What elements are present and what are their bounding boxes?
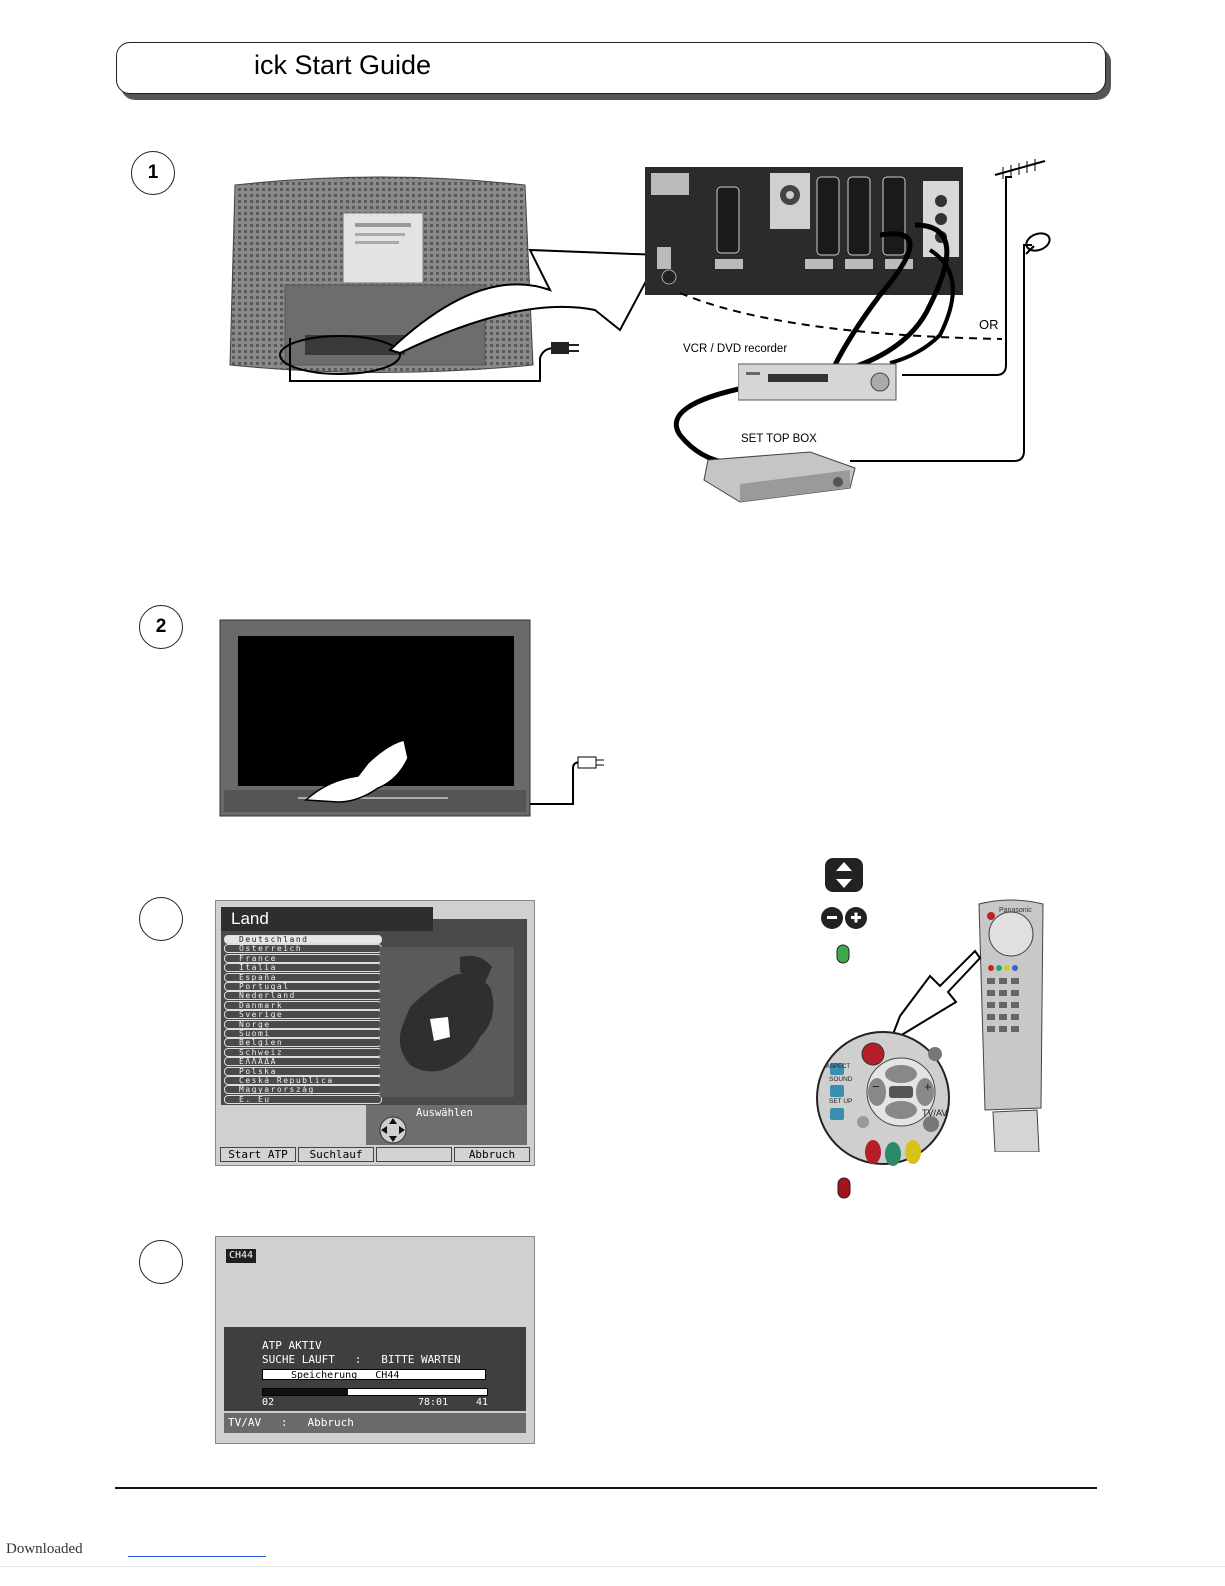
step-2-badge: 2 (139, 605, 183, 649)
country-item[interactable]: Italia (224, 963, 382, 973)
setup-label: SET UP (829, 1098, 853, 1105)
downloaded-text: Downloaded (6, 1541, 83, 1557)
suchlauf-button[interactable]: Suchlauf (298, 1147, 374, 1162)
connection-cables (673, 176, 1032, 466)
country-item[interactable]: Polska (224, 1066, 382, 1076)
select-hint-label: Auswählen (416, 1107, 473, 1119)
atp-status-line2: SUCHE LAUFT : BITTE WARTEN (262, 1353, 461, 1366)
atp-panel: ATP AKTIV SUCHE LAUFT : BITTE WARTEN Spe… (224, 1327, 526, 1411)
vcr-illustration (738, 363, 897, 401)
europe-map (380, 947, 514, 1097)
saving-field: Speicherung CH44 (262, 1369, 486, 1381)
country-item[interactable]: España (224, 972, 382, 982)
zoom-callout-arrow (888, 949, 982, 1045)
country-item[interactable]: Schweiz (224, 1047, 382, 1057)
red-key-icon (837, 1177, 851, 1199)
country-item[interactable]: Sverige (224, 1010, 382, 1020)
aspect-label: ASPECT (826, 1064, 851, 1070)
plus-key-label: + (924, 1079, 932, 1094)
or-label: OR (979, 317, 999, 332)
land-menu-screen: Land Deutschland Österreich France Itali… (215, 900, 535, 1166)
zoom-arrow (388, 248, 662, 355)
channel-tag: CH44 (226, 1249, 257, 1263)
country-item[interactable]: Österreich (224, 944, 382, 954)
select-hint-area: Auswählen (366, 1105, 527, 1145)
country-item[interactable]: Deutschland (224, 935, 382, 944)
remote-brand-label: Panasonic (999, 907, 1032, 914)
remote-control-illustration: Panasonic (978, 899, 1044, 1152)
status-mid: 78:01 (418, 1397, 449, 1408)
country-list: Deutschland Österreich France Italia Esp… (224, 935, 386, 1105)
atp-status-line1: ATP AKTIV (262, 1339, 322, 1352)
rear-connection-panel (645, 167, 963, 295)
downloaded-link[interactable] (128, 1556, 266, 1557)
sound-label: SOUND (829, 1076, 853, 1083)
page-title: ick Start Guide (254, 50, 432, 80)
function-bar: Start ATP Suchlauf Abbruch (220, 1147, 530, 1162)
header-banner (116, 42, 1106, 94)
nav-cross-icon (379, 1116, 407, 1144)
up-down-key-icon (825, 858, 863, 892)
country-item[interactable]: Magyarország (224, 1085, 382, 1095)
footer-rule (115, 1487, 1097, 1489)
land-menu-title: Land (221, 907, 433, 931)
tvav-label: TV/AV (922, 1108, 948, 1118)
bottom-strip (0, 1566, 1225, 1586)
satellite-dish-icon (1025, 232, 1051, 255)
step-4-badge (139, 1240, 183, 1284)
remote-zoom-circle (816, 1031, 950, 1166)
country-item[interactable]: ΕΛΛΑΔΑ (224, 1057, 382, 1067)
tv-front-illustration (219, 619, 604, 817)
country-item[interactable]: Portugal (224, 982, 382, 991)
atp-footer: TV/AV : Abbruch (224, 1413, 526, 1433)
country-item[interactable]: Danmark (224, 1000, 382, 1010)
status-right: 41 (476, 1397, 489, 1408)
country-item[interactable]: France (224, 953, 382, 963)
empty-function-button[interactable] (376, 1147, 452, 1162)
remote-key-icons (821, 858, 867, 964)
abbruch-button[interactable]: Abbruch (454, 1147, 530, 1162)
antenna-icon (994, 159, 1046, 179)
country-item[interactable]: Suomi (224, 1029, 382, 1038)
set-top-box-label: SET TOP BOX (741, 433, 817, 445)
progress-fill (263, 1389, 349, 1395)
status-left: 02 (262, 1397, 275, 1408)
mains-plug-icon (289, 338, 579, 382)
country-item[interactable]: Belgien (224, 1038, 382, 1048)
atp-screen: CH44 ATP AKTIV SUCHE LAUFT : BITTE WARTE… (215, 1236, 535, 1444)
progress-bar (262, 1388, 488, 1396)
start-atp-button[interactable]: Start ATP (220, 1147, 296, 1162)
vcr-label: VCR / DVD recorder (683, 343, 788, 355)
country-item[interactable]: Česká Republica (224, 1076, 382, 1085)
country-item[interactable]: Nederland (224, 991, 382, 1001)
country-item[interactable]: Norge (224, 1019, 382, 1029)
minus-key-label: − (872, 1079, 880, 1094)
country-item[interactable]: E. Eu (224, 1094, 382, 1104)
set-top-box-illustration (703, 451, 856, 503)
step-1-badge: 1 (131, 151, 175, 195)
step-3-badge (139, 897, 183, 941)
